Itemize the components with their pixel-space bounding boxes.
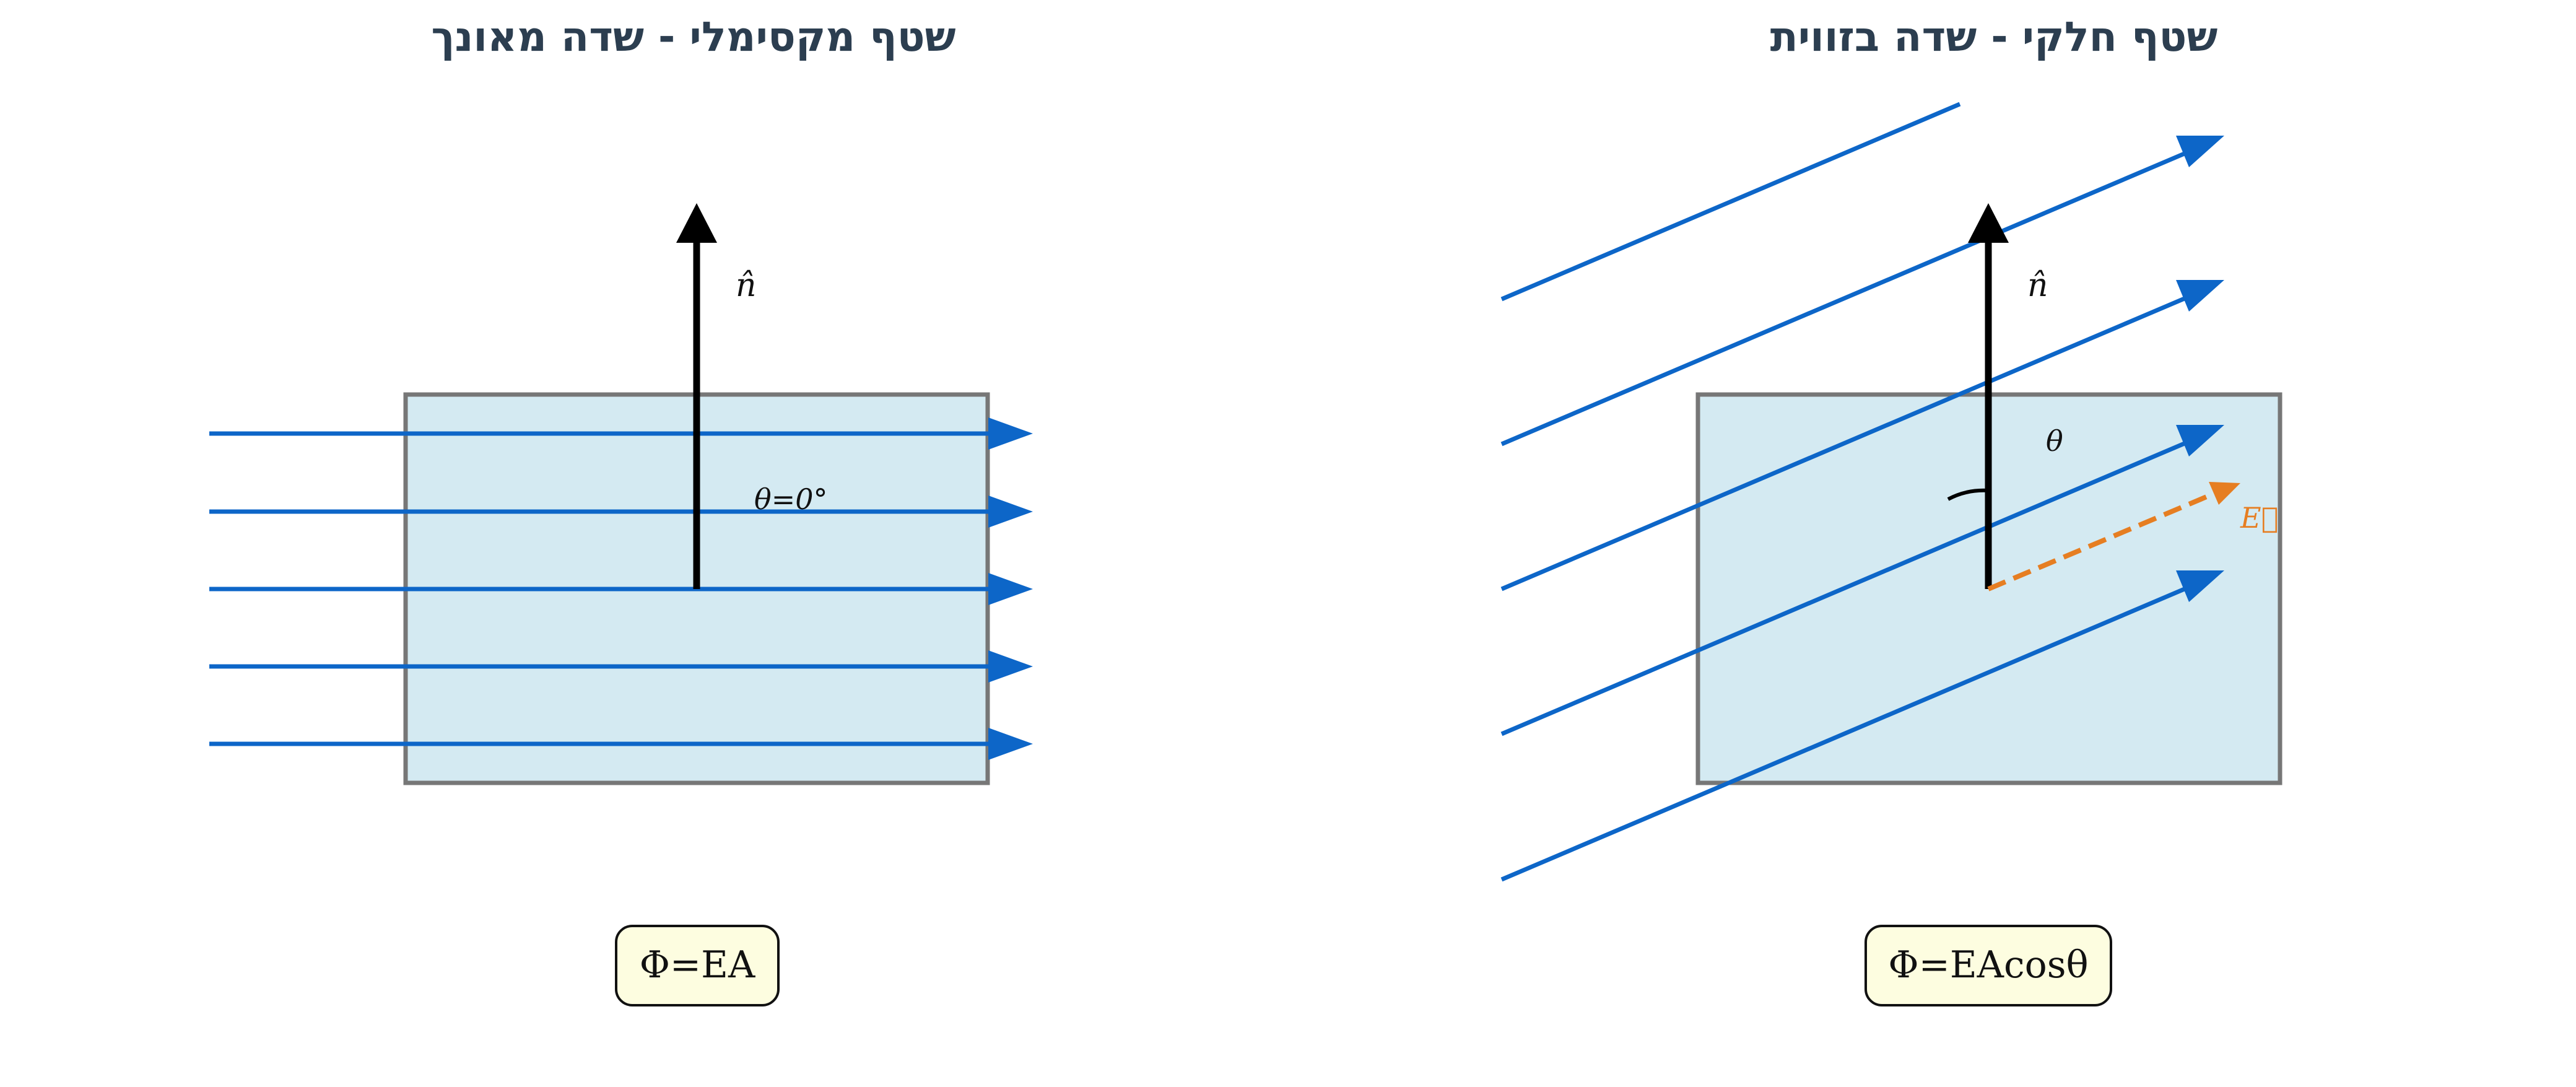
- field-line: [1500, 151, 2187, 447]
- angle-label-perpendicular: θ=0°: [754, 482, 828, 516]
- field-line-arrowhead: [988, 650, 1033, 683]
- panel-angled: שטף חלקי - שדה בזווית n̂ θ: [1500, 13, 2282, 1006]
- formula-angled: Φ=EAcosθ: [1888, 943, 2088, 987]
- field-lines-perpendicular: [209, 417, 1033, 760]
- formula-perpendicular: Φ=EA: [640, 943, 755, 987]
- normal-label-perpendicular: n̂: [736, 267, 757, 304]
- field-line-arrowhead: [2176, 136, 2224, 167]
- angle-label-angled: θ: [2046, 424, 2063, 458]
- formula-box-angled: [1865, 925, 2112, 1006]
- field-line: [1500, 440, 2187, 736]
- field-line: [1500, 102, 1961, 302]
- normal-vector-angled: [1968, 203, 2009, 589]
- normal-vector-perpendicular: [676, 203, 717, 589]
- field-line: [1500, 586, 2187, 882]
- field-line-arrowhead: [988, 495, 1033, 528]
- panel-title-angled: שטף חלקי - שדה בזווית: [1770, 13, 2218, 61]
- e-vector-arrowhead: [2209, 482, 2240, 505]
- panel-perpendicular: שטף מקסימלי - שדה מאונך n̂ θ=0° Φ=EA: [209, 13, 1033, 1006]
- angle-arc: [1947, 488, 1989, 501]
- field-line-arrowhead: [2176, 280, 2224, 312]
- e-field-vector: [1987, 482, 2240, 592]
- normal-arrowhead: [676, 203, 717, 243]
- panel-title-perpendicular: שטף מקסימלי - שדה מאונך: [431, 13, 955, 61]
- field-line-arrowhead: [988, 417, 1033, 450]
- field-line-arrowhead: [2176, 425, 2224, 456]
- field-line-arrowhead: [988, 728, 1033, 760]
- field-lines-angled: [1500, 102, 2224, 882]
- field-line: [1500, 295, 2187, 592]
- field-line-arrowhead: [2176, 570, 2224, 602]
- field-line-arrowhead: [988, 573, 1033, 605]
- normal-arrowhead: [1968, 203, 2009, 243]
- normal-label-angled: n̂: [2027, 267, 2048, 304]
- e-vector-label: E⃗: [2240, 501, 2278, 535]
- formula-box-perpendicular: [615, 925, 780, 1006]
